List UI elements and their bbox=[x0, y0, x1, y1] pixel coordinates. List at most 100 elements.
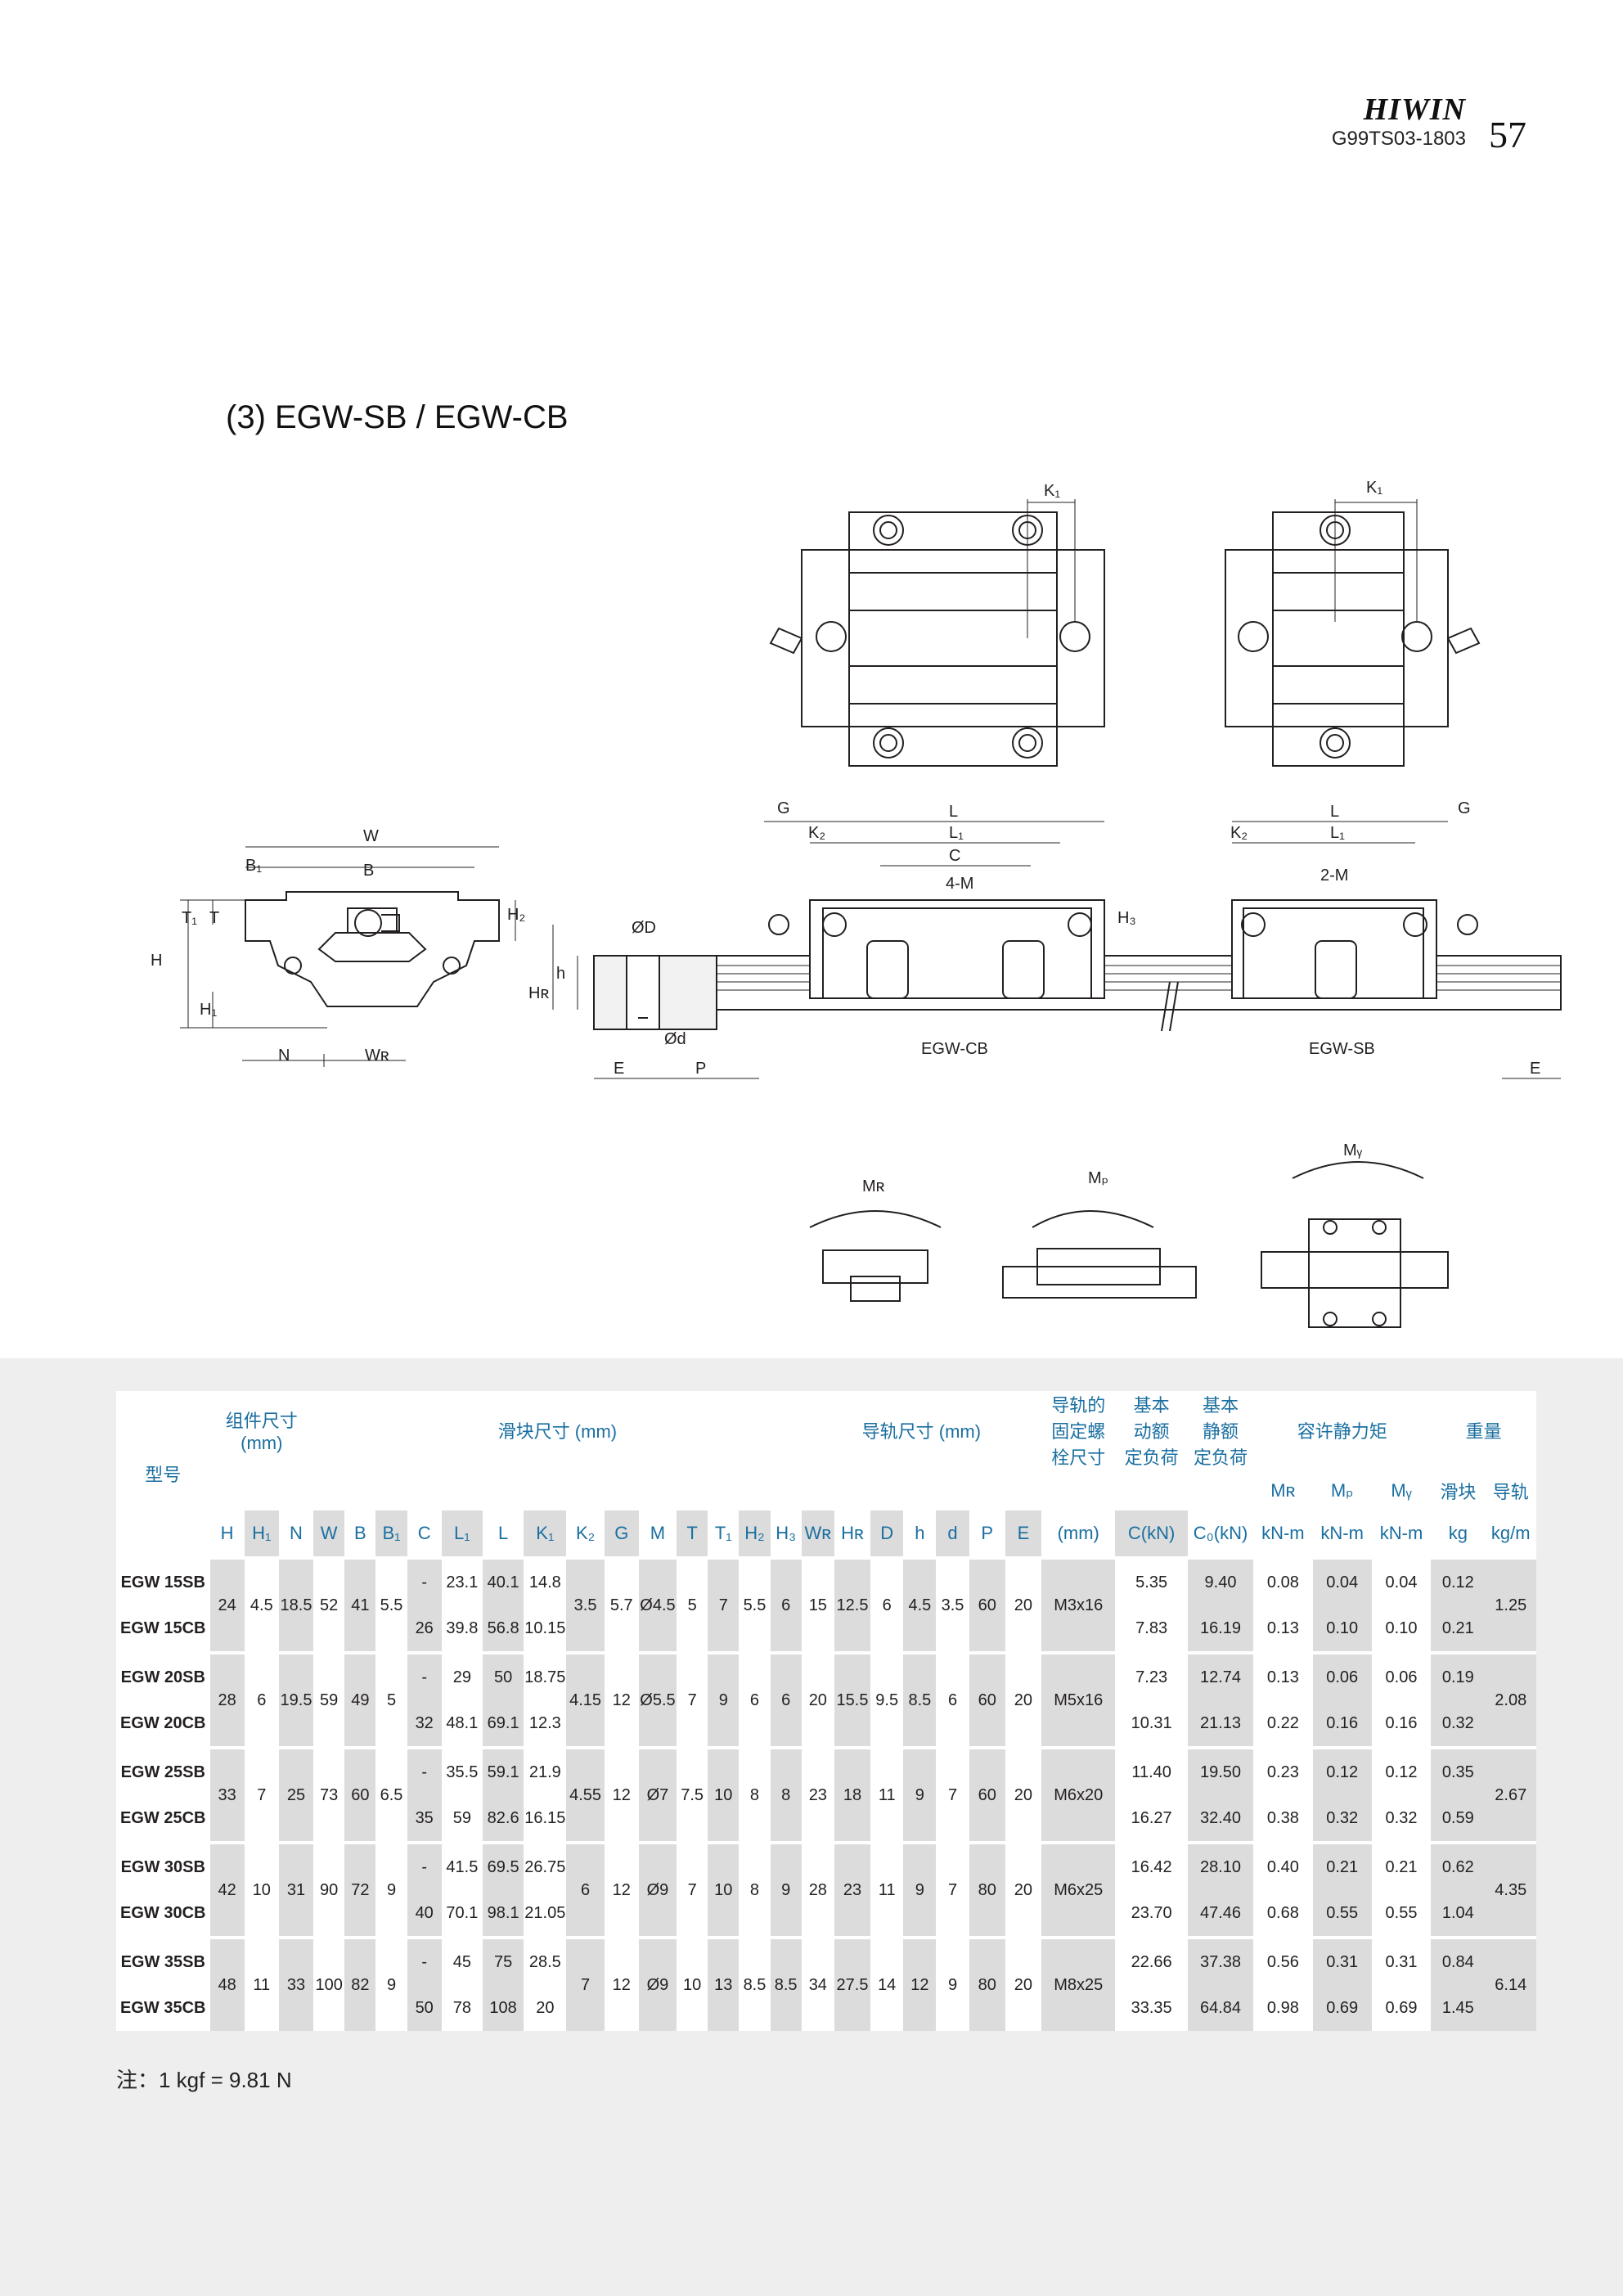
table-cell: 6 bbox=[870, 1556, 904, 1653]
table-cell: 5 bbox=[677, 1556, 708, 1653]
table-cell: 0.84 bbox=[1431, 1936, 1486, 1985]
table-cell: 8.5 bbox=[770, 1936, 802, 2031]
table-cell: 45 bbox=[441, 1936, 483, 1985]
column-unit: kg/m bbox=[1485, 1510, 1536, 1558]
column-header: C₀(kN) bbox=[1187, 1510, 1254, 1558]
column-header: H₂ bbox=[739, 1510, 771, 1558]
table-cell: 18 bbox=[834, 1746, 871, 1843]
table-cell: 6 bbox=[770, 1556, 802, 1653]
table-cell: 0.55 bbox=[1312, 1890, 1372, 1938]
label-e-left: E bbox=[614, 1060, 624, 1078]
table-cell: 8 bbox=[739, 1841, 771, 1938]
label-my: Mᵧ bbox=[1343, 1141, 1363, 1159]
table-cell: 9 bbox=[903, 1841, 937, 1938]
table-cell: 28.10 bbox=[1187, 1841, 1254, 1890]
label-egw-sb: EGW-SB bbox=[1309, 1040, 1375, 1058]
column-header: K₁ bbox=[524, 1510, 567, 1558]
table-cell: - bbox=[407, 1841, 442, 1890]
section-title: (3) EGW-SB / EGW-CB bbox=[226, 399, 569, 435]
table-cell: 0.55 bbox=[1371, 1890, 1432, 1938]
table-cell: 16.19 bbox=[1187, 1605, 1254, 1653]
label-t: T bbox=[209, 909, 219, 927]
table-cell: 0.12 bbox=[1371, 1746, 1432, 1795]
model-cell: EGW 20SB bbox=[116, 1651, 210, 1700]
header-static-load: 基本 静额 定负荷 bbox=[1187, 1391, 1254, 1471]
table-cell: 12 bbox=[903, 1936, 937, 2031]
table-cell: 1.04 bbox=[1431, 1890, 1486, 1938]
label-egw-cb: EGW-CB bbox=[921, 1040, 988, 1058]
label-h2: H₂ bbox=[507, 906, 525, 924]
table-cell: 8 bbox=[770, 1746, 802, 1843]
table-cell: 14.8 bbox=[524, 1556, 567, 1605]
table-cell: 23.1 bbox=[441, 1556, 483, 1605]
model-cell: EGW 30SB bbox=[116, 1841, 210, 1890]
table-cell: 4.5 bbox=[244, 1556, 279, 1653]
table-cell: 9.5 bbox=[870, 1651, 904, 1748]
table-cell: 5 bbox=[375, 1651, 407, 1748]
table-cell: 0.13 bbox=[1253, 1651, 1313, 1700]
table-cell: 0.08 bbox=[1253, 1556, 1313, 1605]
table-cell: 37.38 bbox=[1187, 1936, 1254, 1985]
table-cell: 78 bbox=[441, 1985, 483, 2031]
rail-weight-cell: 1.25 bbox=[1485, 1556, 1536, 1653]
table-cell: 20 bbox=[801, 1651, 834, 1748]
label-4m: 4-M bbox=[946, 875, 973, 893]
table-cell: 3.5 bbox=[566, 1556, 605, 1653]
table-cell: 108 bbox=[483, 1985, 524, 2031]
table-cell: 23.70 bbox=[1115, 1890, 1188, 1938]
table-cell: M6x25 bbox=[1041, 1841, 1116, 1938]
label-l1-right: L₁ bbox=[1330, 824, 1345, 842]
label-l1-left: L₁ bbox=[949, 824, 964, 842]
label-h-small: h bbox=[556, 965, 565, 983]
table-cell: 11 bbox=[244, 1936, 279, 2031]
table-cell: 12 bbox=[604, 1936, 639, 2031]
column-header: W bbox=[313, 1510, 345, 1558]
table-cell: 39.8 bbox=[441, 1605, 483, 1653]
table-cell: 24 bbox=[209, 1556, 245, 1653]
table-cell: 31 bbox=[278, 1841, 314, 1938]
table-cell: 0.13 bbox=[1253, 1605, 1313, 1653]
table-cell: Ø4.5 bbox=[638, 1556, 677, 1653]
table-cell: 35.5 bbox=[441, 1746, 483, 1795]
table-cell: 10 bbox=[677, 1936, 708, 2031]
table-cell: 64.84 bbox=[1187, 1985, 1254, 2031]
table-cell: 33 bbox=[209, 1746, 245, 1843]
table-cell: 60 bbox=[969, 1651, 1005, 1748]
table-cell: 10 bbox=[244, 1841, 279, 1938]
table-cell: 7 bbox=[936, 1746, 969, 1843]
table-cell: 7 bbox=[677, 1651, 708, 1748]
table-cell: 6.5 bbox=[375, 1746, 407, 1843]
label-h1: H₁ bbox=[200, 1001, 217, 1019]
table-cell: - bbox=[407, 1746, 442, 1795]
table-cell: 8.5 bbox=[739, 1936, 771, 2031]
table-cell: 42 bbox=[209, 1841, 245, 1938]
model-cell: EGW 15SB bbox=[116, 1556, 210, 1605]
table-cell: 0.22 bbox=[1253, 1700, 1313, 1748]
column-header: Hʀ bbox=[834, 1510, 871, 1558]
table-cell: 21.13 bbox=[1187, 1700, 1254, 1748]
document-id: G99TS03-1803 bbox=[1331, 128, 1466, 150]
table-cell: 32 bbox=[407, 1700, 442, 1748]
table-cell: 9 bbox=[375, 1936, 407, 2031]
table-cell: 28 bbox=[801, 1841, 834, 1938]
column-unit: kN-m bbox=[1253, 1510, 1313, 1558]
column-header: K₂ bbox=[566, 1510, 605, 1558]
rail-weight-cell: 6.14 bbox=[1485, 1936, 1536, 2031]
rail-weight-cell: 4.35 bbox=[1485, 1841, 1536, 1938]
table-cell: 28 bbox=[209, 1651, 245, 1748]
table-cell: 33.35 bbox=[1115, 1985, 1188, 2031]
table-cell: 11 bbox=[870, 1841, 904, 1938]
table-cell: 98.1 bbox=[483, 1890, 524, 1938]
table-cell: 6 bbox=[936, 1651, 969, 1748]
table-cell: 0.12 bbox=[1431, 1556, 1486, 1605]
label-hr: Hʀ bbox=[528, 984, 549, 1002]
table-cell: 5.5 bbox=[375, 1556, 407, 1653]
table-cell: 100 bbox=[313, 1936, 345, 2031]
table-cell: 32.40 bbox=[1187, 1795, 1254, 1843]
table-cell: 3.5 bbox=[936, 1556, 969, 1653]
label-g-right: G bbox=[1458, 799, 1471, 817]
header-bolt: 导轨的 固定螺 栓尺寸 bbox=[1041, 1391, 1116, 1471]
model-cell: EGW 25CB bbox=[116, 1795, 210, 1843]
